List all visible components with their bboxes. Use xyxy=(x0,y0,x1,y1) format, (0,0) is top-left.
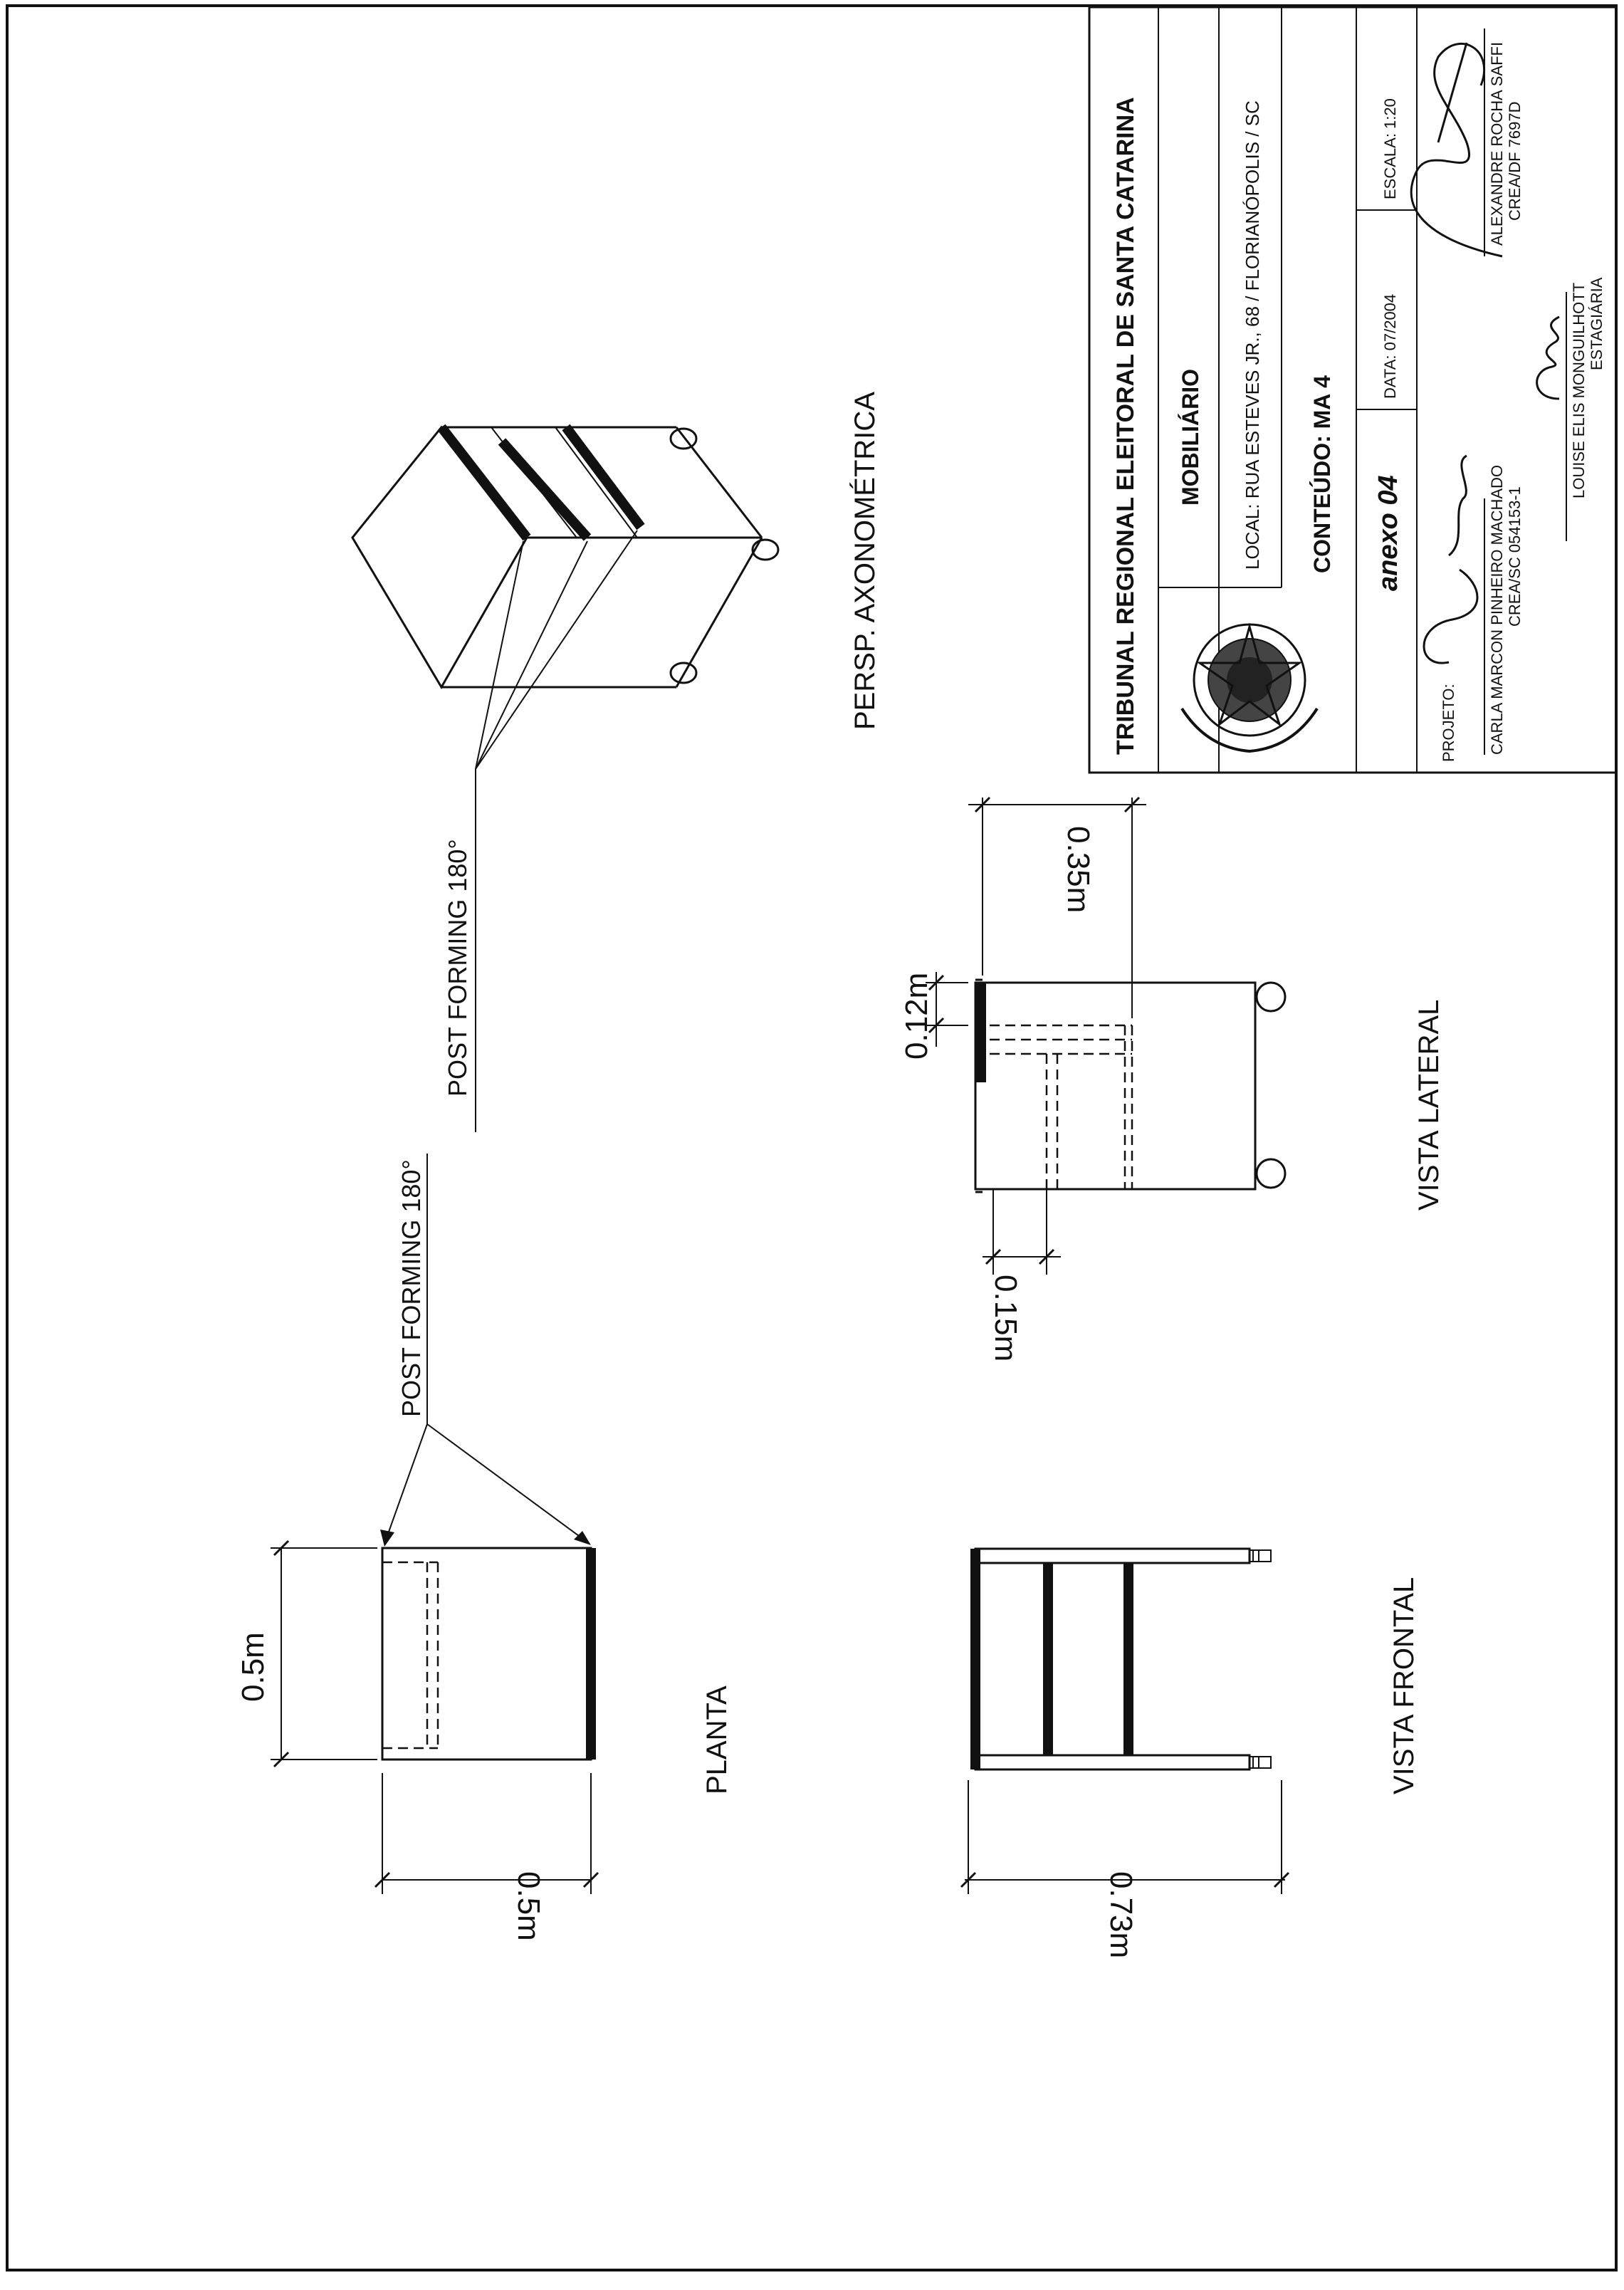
side-bottom-dimension: 0.15m xyxy=(988,1275,1023,1361)
signature-1 xyxy=(1423,454,1479,664)
axonometric-view: PERSP. AXONOMÉTRICA xyxy=(351,392,881,730)
author3-role: ESTAGIÁRIA xyxy=(1588,277,1605,370)
side-view: 0.12m 0.15m 0.35m VISTA LATERAL xyxy=(899,796,1445,1361)
subject-title: MOBILIÁRIO xyxy=(1178,369,1203,506)
coat-of-arms-emblem xyxy=(1180,622,1319,753)
author2-registration: CREA/DF 7697D xyxy=(1506,101,1524,221)
project-label: PROJETO: xyxy=(1440,684,1457,762)
author1-registration: CREA/SC 054153-1 xyxy=(1506,486,1524,627)
side-top-dimension: 0.12m xyxy=(899,973,934,1060)
side-view-label: VISTA LATERAL xyxy=(1413,1000,1445,1211)
annex-label: anexo 04 xyxy=(1373,475,1403,591)
plan-view: 0.5m 0.5m PLANTA xyxy=(236,1539,733,1941)
post-forming-callout-axonometric: POST FORMING 180° xyxy=(443,530,638,1132)
plan-view-label: PLANTA xyxy=(701,1685,733,1794)
front-view: 0.73m VISTA FRONTAL xyxy=(960,1547,1420,1958)
axonometric-view-label: PERSP. AXONOMÉTRICA xyxy=(849,392,881,730)
front-height-dimension: 0.73m xyxy=(1104,1871,1138,1958)
scale-text: ESCALA: 1:20 xyxy=(1381,98,1399,199)
plan-depth-dimension: 0.5m xyxy=(236,1632,271,1702)
content-text: CONTEÚDO: MA 4 xyxy=(1309,375,1335,573)
title-block: TRIBUNAL REGIONAL ELEITORAL DE SANTA CAT… xyxy=(1088,6,1618,774)
plan-width-dimension: 0.5m xyxy=(511,1871,546,1941)
post-forming-label-plan: POST FORMING 180° xyxy=(397,1159,426,1417)
author2-name: ALEXANDRE ROCHA SAFFI xyxy=(1488,42,1506,246)
side-depth-dimension: 0.35m xyxy=(1061,826,1096,913)
author1-name: CARLA MARCON PINHEIRO MACHADO xyxy=(1488,465,1506,755)
date-text: DATA: 07/2004 xyxy=(1381,294,1399,399)
post-forming-label-axonometric: POST FORMING 180° xyxy=(443,839,472,1097)
author3-name: LOUISE ELIS MONGUILHOTT xyxy=(1570,283,1588,498)
front-view-label: VISTA FRONTAL xyxy=(1388,1577,1420,1794)
signature-2 xyxy=(1410,42,1503,258)
location-text: LOCAL: RUA ESTEVES JR., 68 / FLORIANÓPOL… xyxy=(1242,100,1263,570)
signature-3 xyxy=(1536,315,1560,400)
post-forming-callout-plan: POST FORMING 180° xyxy=(380,1154,591,1547)
sheet-border xyxy=(6,4,1618,2271)
institution-name: TRIBUNAL REGIONAL ELEITORAL DE SANTA CAT… xyxy=(1112,97,1139,755)
